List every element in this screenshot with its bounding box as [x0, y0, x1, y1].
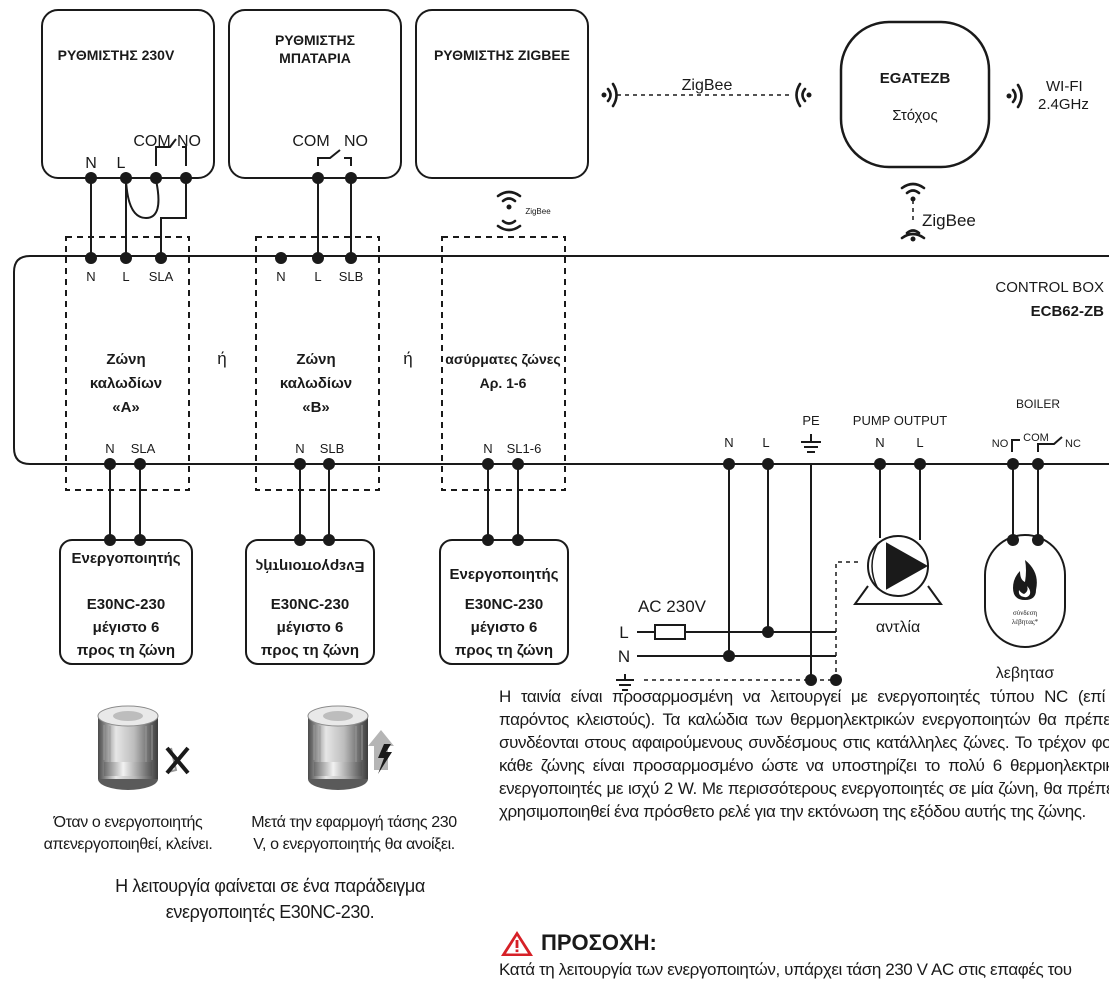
warning-title: ΠΡΟΣΟΧΗ:: [499, 929, 657, 957]
caption-example: Η λειτουργία φαίνεται σε ένα παράδειγμα …: [115, 876, 425, 922]
or-label: ή: [217, 349, 226, 368]
control-box-label: CONTROL BOX: [995, 279, 1104, 296]
warning-title-text: ΠΡΟΣΟΧΗ:: [541, 930, 657, 955]
zone-wireless-name-1: ασύρματες ζώνες: [445, 351, 560, 367]
zigbee-signal-right-icon: [795, 82, 812, 108]
zone-a-name-1: Ζώνη: [106, 351, 145, 368]
actuator-wireless-line-4: προς τη ζώνη: [455, 642, 553, 659]
terminal-label: L: [117, 155, 126, 172]
gateway-zigbee-signal-icon: [900, 182, 926, 242]
actuator-a-box: [59, 539, 193, 665]
actuator-b-line-2: E30NC-230: [271, 596, 349, 613]
controller-zigbee-title: ΡΥΘΜΙΣΤΗΣ ZIGBEE: [434, 47, 570, 63]
actuator-wireless-line-1: Ενεργοποιητής: [449, 566, 558, 583]
actuator-b-line-4: προς τη ζώνη: [261, 642, 359, 659]
control-box-model: ECB62-ZB: [1031, 303, 1105, 320]
gateway-name: EGATEZB: [880, 70, 951, 87]
wifi-label-1: WI-FI: [1046, 78, 1083, 95]
zigbee-link-label: ZigBee: [682, 77, 733, 94]
terminal-label: NO: [992, 438, 1009, 450]
zigbee-signal-left-icon: [601, 82, 618, 108]
controller-zigbee-signal-icon: [496, 190, 522, 232]
zone-a-name-2: καλωδίων: [90, 375, 162, 392]
terminal-label: SL1-6: [507, 441, 542, 456]
actuator-closed-illustration: [97, 705, 190, 790]
actuator-open-illustration: [307, 705, 394, 790]
warning-text: Κατά τη λειτουργία των ενεργοποιητών, υπ…: [499, 960, 1072, 979]
supply-line-n: N: [618, 647, 630, 666]
controller-zigbee-box: [415, 9, 589, 179]
boiler-inner-1: σύνδεση: [1013, 609, 1037, 617]
terminal-label: N: [724, 435, 733, 450]
terminal-label: N: [483, 441, 492, 456]
actuator-a-line-4: προς τη ζώνη: [77, 642, 175, 659]
zone-a-name-3: «A»: [112, 399, 140, 416]
terminal-label: N: [295, 441, 304, 456]
terminal-label: SLA: [131, 441, 156, 456]
terminal-label: N: [85, 155, 97, 172]
actuator-a-line-1: Ενεργοποιητής: [71, 550, 180, 567]
pump-play-shape: [886, 542, 929, 590]
zone-b-name-3: «B»: [302, 399, 330, 416]
terminal-label: NO: [177, 133, 201, 150]
actuator-b-line-1: Ενεργοποιητής: [255, 558, 364, 575]
or-label: ή: [403, 349, 412, 368]
gateway-zigbee-label: ZigBee: [922, 211, 976, 230]
controller-battery-title-1: ΡΥΘΜΙΣΤΗΣ: [275, 32, 355, 48]
terminal-label: N: [105, 441, 114, 456]
boiler-inner-2: λέβητας*: [1012, 618, 1039, 626]
gateway-box: [839, 20, 991, 169]
actuator-a-line-2: E30NC-230: [87, 596, 165, 613]
pump-output-label: PUMP OUTPUT: [853, 413, 947, 428]
supply-label: AC 230V: [638, 597, 707, 616]
pe-label: PE: [802, 413, 820, 428]
controller-230v-title: ΡΥΘΜΙΣΤΗΣ 230V: [58, 47, 175, 63]
boiler-body: [984, 534, 1066, 648]
wifi-label-2: 2.4GHz: [1038, 96, 1089, 113]
terminal-label: NO: [344, 133, 368, 150]
info-text: Η ταινία είναι προσαρμοσμένη να λειτουργ…: [499, 687, 1109, 821]
terminal-label: SLB: [320, 441, 345, 456]
actuator-a-line-3: μέγιστο 6: [93, 619, 160, 636]
actuator-wireless-line-2: E30NC-230: [465, 596, 543, 613]
actuator-b-box: [245, 539, 375, 665]
terminal-label: SLB: [339, 269, 364, 284]
terminal-label: COM: [133, 133, 170, 150]
caption-open: Μετά την εφαρμογή τάσης 230 V, ο ενεργοπ…: [251, 814, 457, 853]
terminal-label: L: [762, 435, 769, 450]
terminal-label: N: [276, 269, 285, 284]
controller-230v-box: [41, 9, 215, 179]
pump-name: αντλία: [876, 619, 920, 636]
terminal-label: L: [122, 269, 129, 284]
terminal-label: NC: [1065, 438, 1081, 450]
supply-line-l: L: [619, 623, 628, 642]
zone-b-name-2: καλωδίων: [280, 375, 352, 392]
terminal-label: COM: [292, 133, 329, 150]
warning-icon: [501, 931, 533, 956]
wifi-signal-icon: [1006, 83, 1023, 109]
boiler-label: BOILER: [1016, 397, 1060, 411]
terminal-label: L: [916, 435, 923, 450]
controller-battery-title-2: ΜΠΑΤΑΡΙΑ: [279, 50, 351, 66]
terminal-label: N: [86, 269, 95, 284]
terminal-label: N: [875, 435, 884, 450]
actuator-wireless-box: [439, 539, 569, 665]
pe-ground-icon: [801, 434, 821, 453]
actuator-b-line-3: μέγιστο 6: [277, 619, 344, 636]
gateway-subtitle: Στόχος: [892, 107, 937, 124]
zone-wireless-name-2: Αρ. 1-6: [480, 375, 527, 391]
terminal-label: L: [314, 269, 321, 284]
boiler-name: λεβητασ: [996, 665, 1055, 682]
control-box-outline: [13, 255, 1109, 465]
flame-icon: [1013, 560, 1037, 600]
zone-b-name-1: Ζώνη: [296, 351, 335, 368]
terminal-label: SLA: [149, 269, 174, 284]
controller-zigbee-radio-label: ZigBee: [525, 207, 551, 216]
terminal-label: COM: [1023, 432, 1049, 444]
caption-closed: Όταν ο ενεργοποιητής απενεργοποιηθεί, κλ…: [43, 814, 213, 853]
actuator-wireless-line-3: μέγιστο 6: [471, 619, 538, 636]
supply-ground-icon: [616, 674, 634, 691]
